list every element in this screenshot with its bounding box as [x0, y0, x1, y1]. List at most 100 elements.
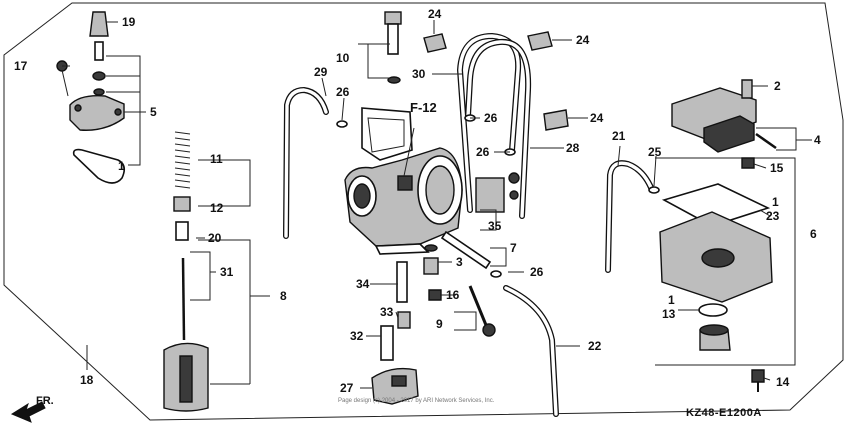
figure-reference: F-12	[410, 100, 437, 115]
callout-31: 31	[220, 265, 234, 279]
part-6-bowl-opening	[701, 248, 735, 268]
callout-1-right-top: 1	[772, 195, 779, 209]
part-24-clip-a	[423, 33, 447, 53]
part-19-cap	[89, 11, 109, 37]
part-10-adjuster-body	[387, 23, 399, 55]
part-13-o-ring	[698, 303, 728, 317]
fr-label: FR.	[36, 395, 54, 407]
part-9-knob	[482, 323, 496, 337]
part-25-clip	[648, 186, 660, 194]
part-3-jet	[423, 257, 439, 275]
part-31-needle	[181, 257, 186, 341]
callout-28: 28	[566, 141, 580, 155]
callout-2: 2	[774, 79, 781, 93]
part-35-sensor-plate	[475, 177, 505, 213]
part-15-screw	[741, 157, 755, 169]
part-17-screw-shank	[61, 69, 69, 97]
callout-8: 8	[280, 289, 287, 303]
callout-20: 20	[208, 231, 222, 245]
part-35-screw-a	[508, 172, 520, 184]
part-9-screw	[468, 285, 490, 331]
part-10-washer	[387, 76, 401, 84]
watermark: Page design (c) 2004 - 2017 by ARI Netwo…	[338, 398, 495, 404]
callout-33: 33	[380, 305, 394, 319]
part-20-holder	[175, 221, 189, 241]
callout-13: 13	[662, 307, 676, 321]
part-14-screw	[751, 369, 765, 383]
part-33-pilot-jet	[397, 311, 411, 329]
part-24-clip-b	[527, 31, 553, 51]
part-2-float-valve	[741, 79, 753, 99]
callout-10: 10	[336, 51, 350, 65]
callout-26-b: 26	[484, 111, 498, 125]
part-32-jet-holder	[380, 325, 394, 361]
leader-lines	[62, 20, 812, 389]
callout-6: 6	[810, 227, 817, 241]
callout-9: 9	[436, 317, 443, 331]
part-13-plug-top	[699, 324, 729, 336]
callout-16: 16	[446, 288, 460, 302]
fr-arrow-icon	[10, 401, 46, 423]
part-27-window	[391, 375, 407, 387]
part-28-tube-loop-b-inner	[466, 40, 530, 218]
part-29-tube-inner	[284, 88, 328, 238]
part-35-screw-b	[509, 190, 519, 200]
part-24-clip-c	[543, 109, 569, 131]
part-5-cover-screw-b	[114, 108, 122, 116]
callout-12: 12	[210, 201, 224, 215]
callout-7: 7	[510, 241, 517, 255]
callout-1-right-bottom: 1	[668, 293, 675, 307]
part-5-cover-screw-a	[74, 104, 82, 112]
part-29-tube	[283, 86, 329, 239]
callout-19: 19	[122, 15, 136, 29]
callout-17: 17	[14, 59, 28, 73]
diagram-code: KZ48-E1200A	[686, 407, 762, 419]
callout-32: 32	[350, 329, 364, 343]
part-1-gasket	[72, 148, 126, 184]
part-stack-washer-b	[93, 88, 105, 96]
part-12-collar	[173, 196, 191, 212]
callout-21: 21	[612, 129, 626, 143]
callout-26-d: 26	[530, 265, 544, 279]
callout-24-a: 24	[428, 7, 442, 21]
part-16-bolt	[428, 289, 442, 301]
part-10-adjuster-top	[384, 11, 402, 25]
part-5-top-cover	[69, 95, 125, 131]
part-30-tube-loop-a-inner	[458, 34, 520, 212]
callout-34: 34	[356, 277, 370, 291]
right-box-frame	[655, 157, 796, 366]
callout-35: 35	[488, 219, 502, 233]
callout-23: 23	[766, 209, 780, 223]
part-4-float-lower	[703, 115, 755, 153]
callout-24-b: 24	[576, 33, 590, 47]
callout-26-a: 26	[336, 85, 350, 99]
part-stack-bolt	[94, 41, 104, 61]
callout-5: 5	[150, 105, 157, 119]
part-22-tube	[503, 285, 559, 417]
callout-25: 25	[648, 145, 662, 159]
callout-4: 4	[814, 133, 821, 147]
callout-1-left: 1	[118, 159, 125, 173]
callout-3: 3	[456, 255, 463, 269]
part-21-tube-inner	[606, 161, 654, 272]
part-26-clip-a	[336, 120, 348, 128]
part-stack-washer-a	[92, 71, 106, 81]
callout-30: 30	[412, 67, 426, 81]
part-8-valve-slot	[179, 355, 193, 403]
part-22-tube-inner	[504, 286, 558, 416]
callout-18: 18	[80, 373, 94, 387]
callout-15: 15	[770, 161, 784, 175]
callout-14: 14	[776, 375, 790, 389]
carburetor-body	[344, 107, 463, 255]
diagram-frame	[3, 2, 844, 421]
part-26-clip-d	[490, 270, 502, 278]
callout-24-c: 24	[590, 111, 604, 125]
part-7-screw	[440, 230, 492, 270]
part-23-gasket	[661, 183, 771, 227]
callout-11: 11	[210, 152, 223, 166]
callout-29: 29	[314, 65, 328, 79]
part-11-spring	[174, 131, 191, 189]
part-3-washer	[424, 244, 438, 252]
part-4-float-pin	[755, 132, 777, 150]
